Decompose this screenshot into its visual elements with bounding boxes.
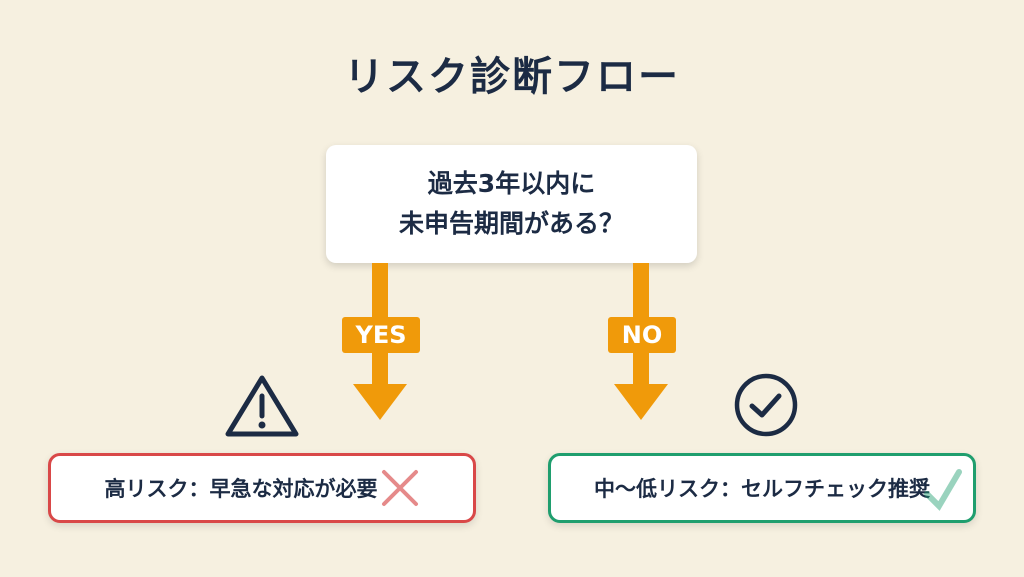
check-circle-icon <box>734 373 798 437</box>
yes-arrow-head <box>353 384 407 420</box>
question-line-2: 未申告期間がある？ <box>398 209 624 238</box>
warning-icon <box>225 375 299 437</box>
low-risk-result: 中〜低リスク：セルフチェック推奨 <box>548 453 976 523</box>
high-risk-result: 高リスク：早急な対応が必要 <box>48 453 476 523</box>
check-icon <box>924 469 962 511</box>
low-risk-text: 中〜低リスク：セルフチェック推奨 <box>594 477 930 501</box>
no-label: NO <box>608 317 676 353</box>
question-box: 過去3年以内に 未申告期間がある？ <box>326 145 697 263</box>
high-risk-text: 高リスク：早急な対応が必要 <box>104 477 378 501</box>
no-arrow-head <box>614 384 668 420</box>
yes-label: YES <box>342 317 420 353</box>
page-title: リスク診断フロー <box>344 54 680 100</box>
cross-icon <box>381 470 418 506</box>
question-line-1: 過去3年以内に <box>427 169 596 198</box>
